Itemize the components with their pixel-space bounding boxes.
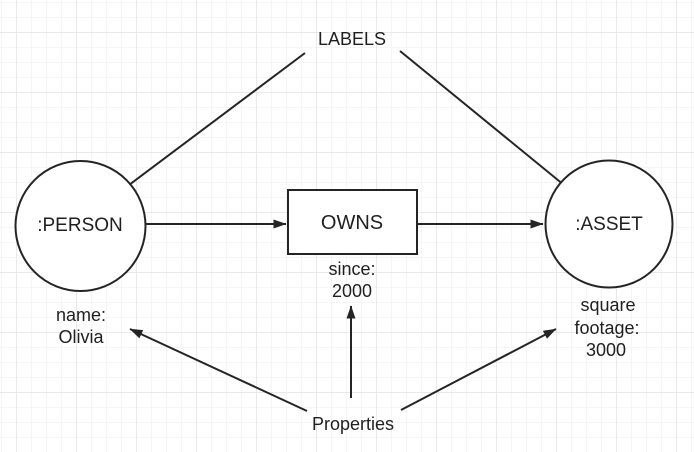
asset-property-line-2: footage: [574,318,639,338]
person-property-note[interactable]: name: Olivia [56,305,106,347]
asset-node-circle[interactable] [544,159,674,289]
owns-property-line-1: since: [328,259,375,279]
asset-property-note[interactable]: square footage: 3000 [574,295,639,360]
labels-caption[interactable]: LABELS [318,29,386,49]
arrow-labels-to-asset[interactable] [399,50,587,204]
owns-property-note[interactable]: since: 2000 [328,259,375,301]
person-property-line-2: Olivia [58,327,104,347]
arrow-properties-to-name[interactable] [129,328,308,412]
person-node-circle[interactable] [14,160,147,292]
arrow-properties-to-footage[interactable] [400,328,557,411]
owns-property-line-2: 2000 [332,281,372,301]
arrow-labels-to-person[interactable] [100,52,306,207]
asset-property-line-1: square [580,295,635,315]
asset-property-line-3: 3000 [586,340,626,360]
person-property-line-1: name: [56,305,106,325]
person-node-label: :PERSON [37,215,123,236]
properties-caption[interactable]: Properties [312,414,394,434]
asset-node-label: :ASSET [575,214,643,235]
owns-relationship-box[interactable] [287,189,418,255]
owns-box-label: OWNS [321,212,383,234]
